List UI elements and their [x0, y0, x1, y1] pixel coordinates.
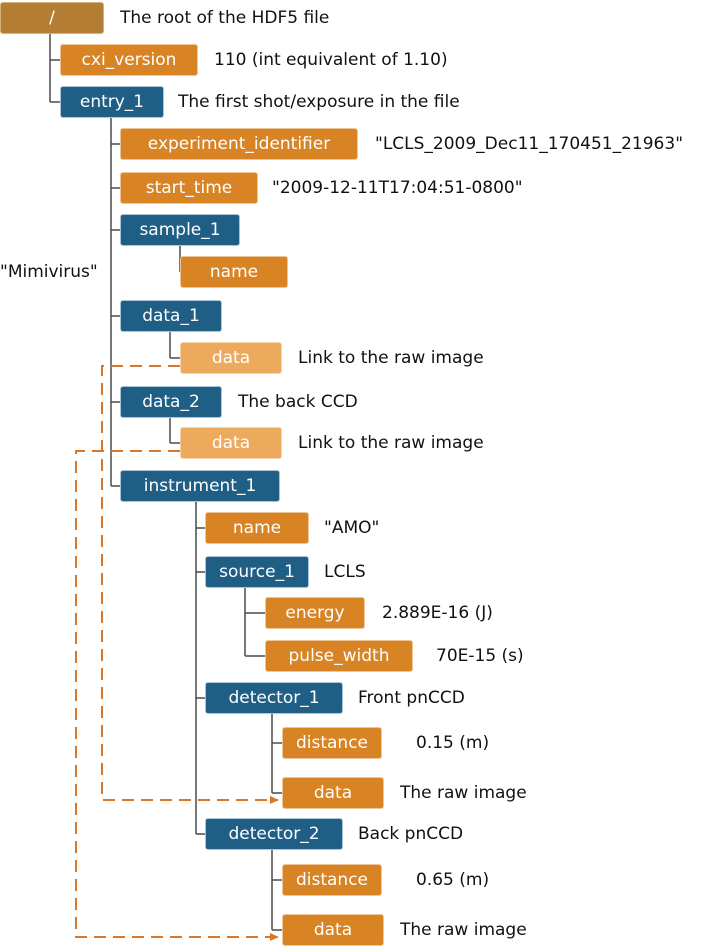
node-description-6: "Mimivirus"	[0, 262, 98, 282]
tree-node-pulse-width-15: pulse_width	[265, 640, 413, 672]
tree-node-instrument-1-11: instrument_1	[120, 470, 280, 502]
tree-node-name-6: name	[180, 256, 288, 288]
node-description-19: Back pnCCD	[358, 824, 464, 844]
tree-node--0: /	[0, 2, 104, 34]
tree-node-data-18: data	[282, 777, 384, 809]
tree-node-start-time-4: start_time	[120, 172, 258, 204]
tree-node-data-10: data	[180, 427, 282, 459]
tree-node-data-8: data	[180, 342, 282, 374]
node-description-17: 0.15 (m)	[416, 733, 490, 753]
node-description-2: The first shot/exposure in the file	[178, 92, 460, 112]
node-description-8: Link to the raw image	[298, 348, 484, 368]
tree-node-data-21: data	[282, 914, 384, 946]
tree-node-data-1-7: data_1	[120, 300, 222, 332]
soft-link-arrow-1	[75, 450, 279, 941]
node-description-20: 0.65 (m)	[416, 870, 490, 890]
tree-node-energy-14: energy	[265, 597, 365, 629]
tree-node-data-2-9: data_2	[120, 386, 222, 418]
node-description-3: "LCLS_2009_Dec11_170451_21963"	[375, 134, 684, 154]
node-description-15: 70E-15 (s)	[436, 646, 524, 666]
node-description-1: 110 (int equivalent of 1.10)	[214, 50, 448, 70]
node-description-21: The raw image	[400, 920, 527, 940]
node-description-10: Link to the raw image	[298, 433, 484, 453]
node-description-14: 2.889E-16 (J)	[382, 603, 493, 623]
tree-node-detector-1-16: detector_1	[205, 682, 343, 714]
tree-node-sample-1-5: sample_1	[120, 214, 240, 246]
tree-node-entry-1-2: entry_1	[60, 86, 164, 118]
soft-link-arrow-0	[101, 365, 279, 804]
tree-node-distance-20: distance	[282, 864, 382, 896]
node-description-18: The raw image	[400, 783, 527, 803]
tree-node-detector-2-19: detector_2	[205, 818, 343, 850]
node-description-4: "2009-12-11T17:04:51-0800"	[272, 178, 523, 198]
node-description-16: Front pnCCD	[358, 688, 465, 708]
node-description-13: LCLS	[324, 562, 366, 582]
node-description-12: "AMO"	[324, 518, 380, 538]
node-description-9: The back CCD	[238, 392, 358, 412]
tree-node-cxi-version-1: cxi_version	[60, 44, 198, 76]
node-description-0: The root of the HDF5 file	[120, 8, 330, 28]
tree-node-source-1-13: source_1	[205, 556, 309, 588]
tree-node-experiment-identifier-3: experiment_identifier	[120, 128, 358, 160]
tree-node-name-12: name	[205, 512, 309, 544]
tree-node-distance-17: distance	[282, 727, 382, 759]
